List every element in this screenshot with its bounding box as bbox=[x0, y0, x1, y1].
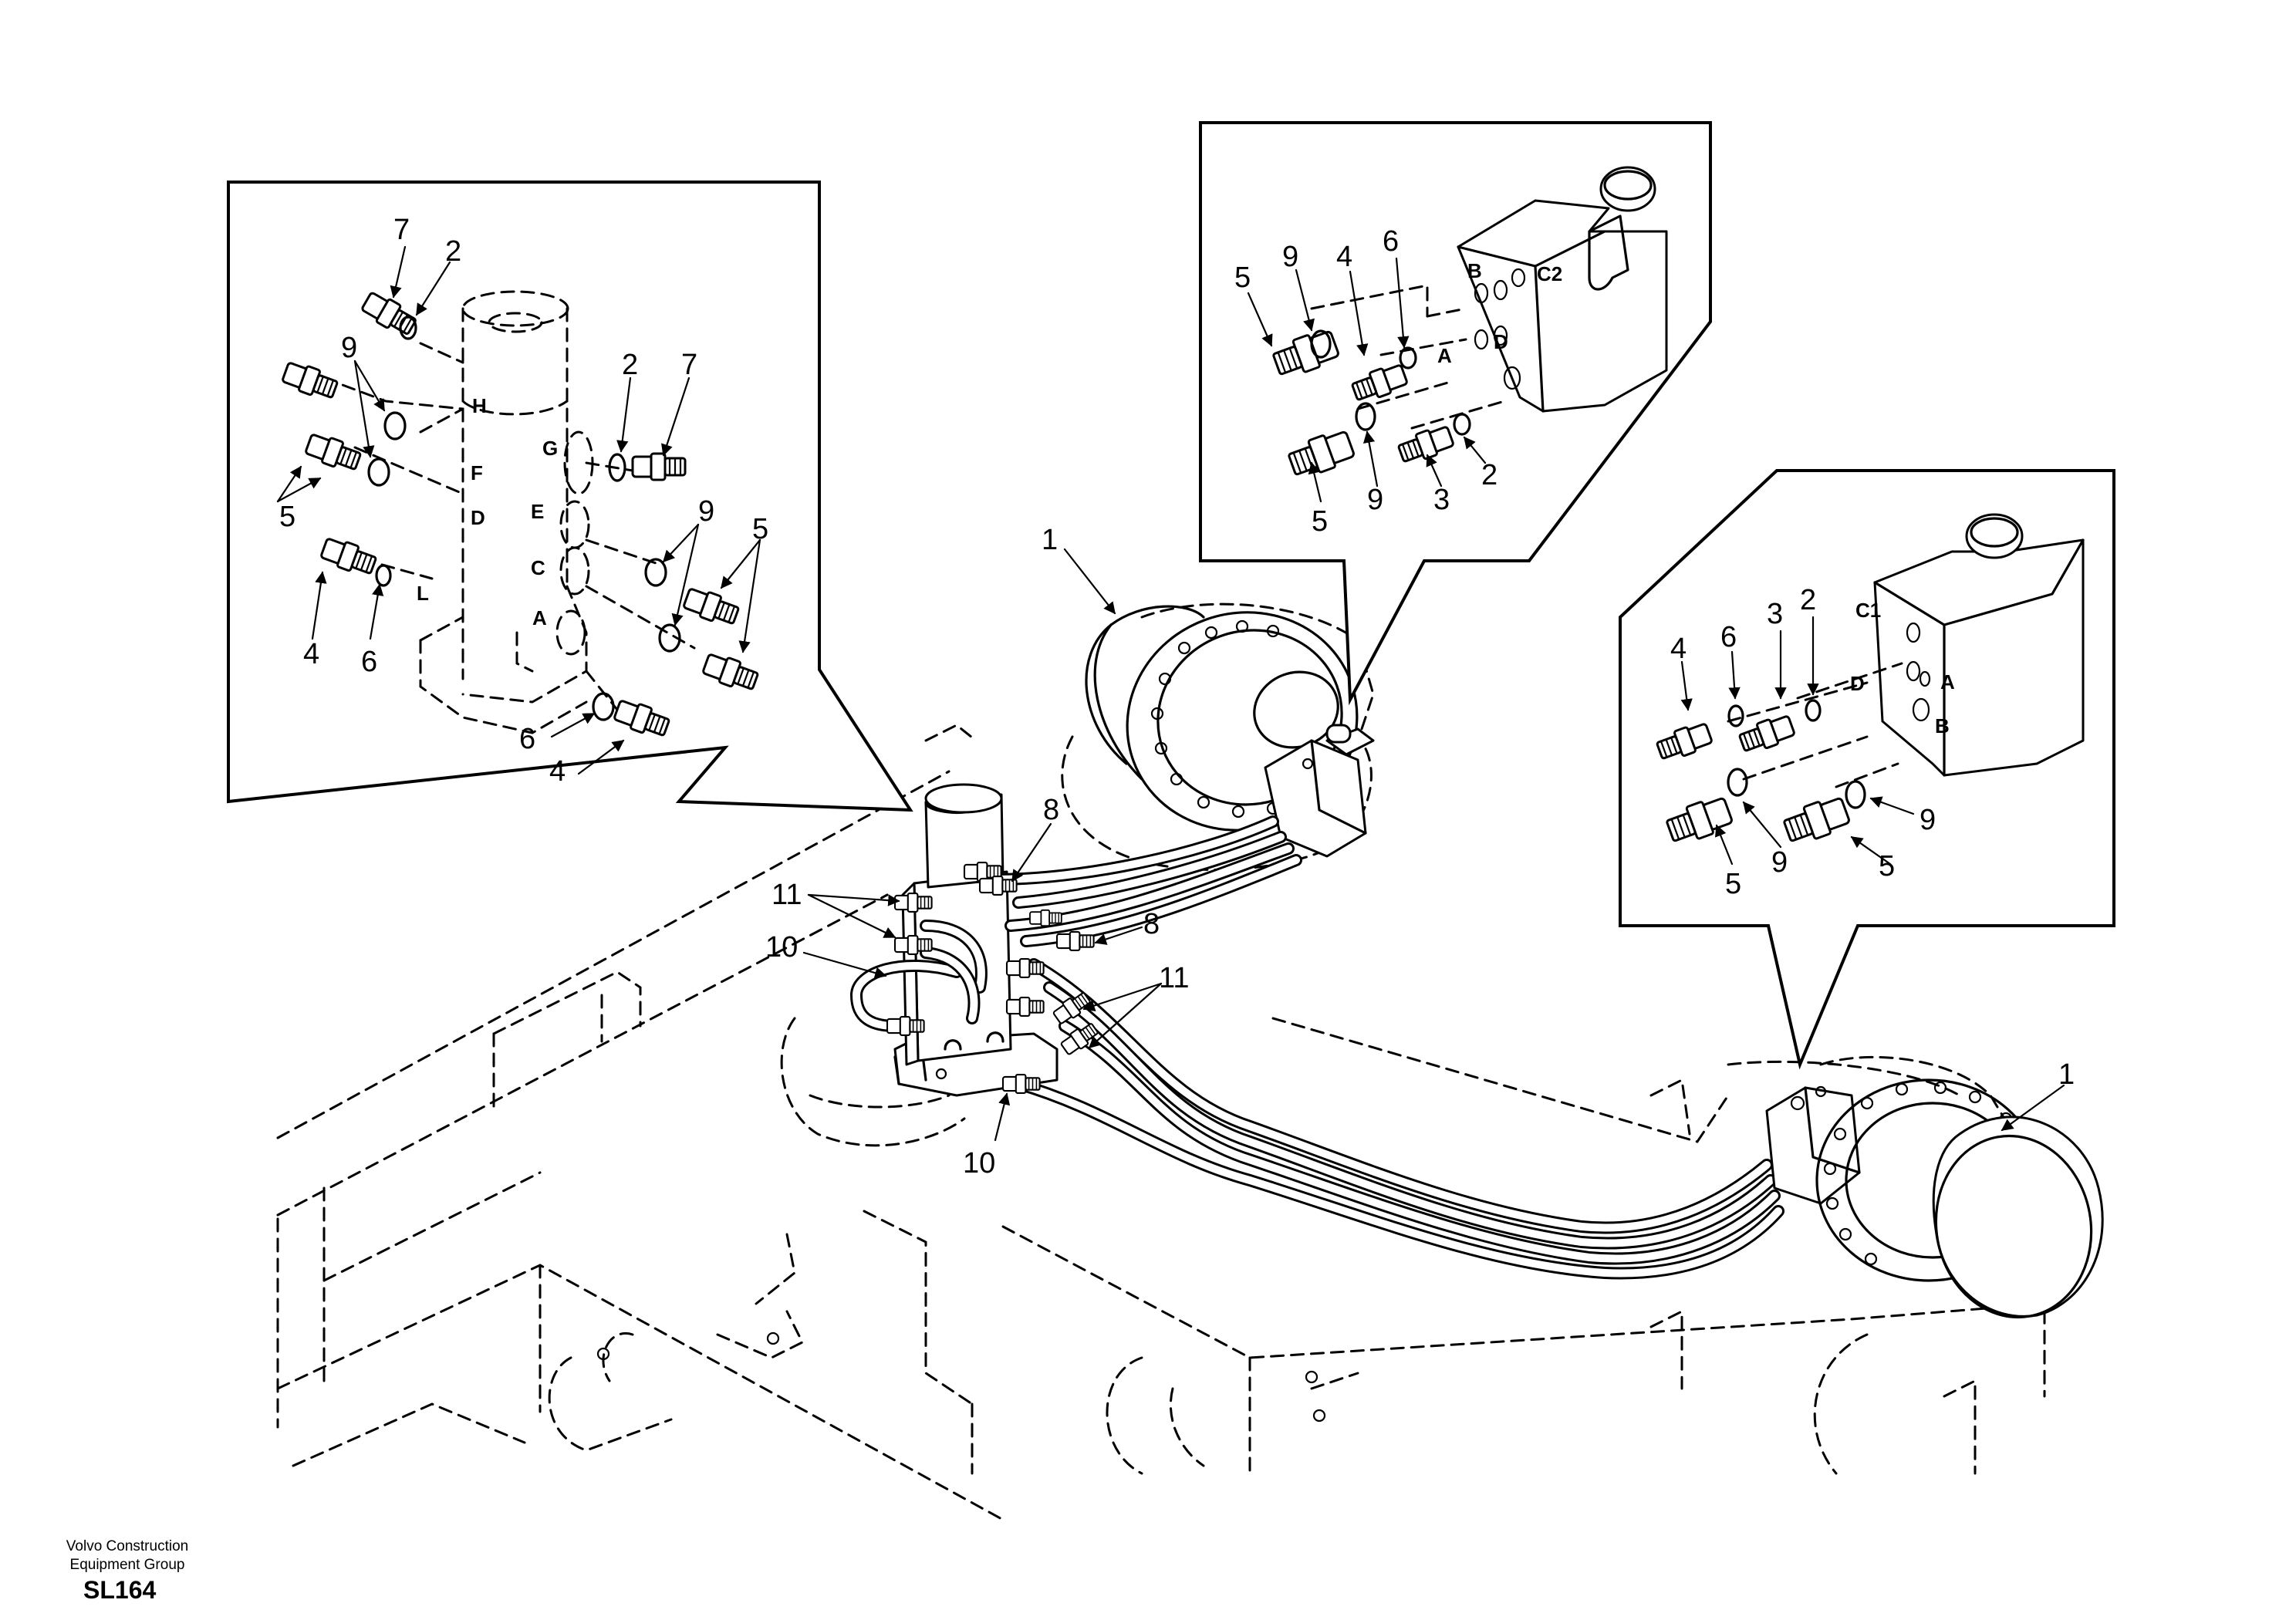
port-label-B: B bbox=[1467, 259, 1482, 282]
label-n3: 3 bbox=[1433, 484, 1450, 516]
callout-8-upper: 8 bbox=[1043, 794, 1059, 826]
port-label-A: A bbox=[532, 606, 547, 629]
callout-11-left: 11 bbox=[772, 879, 802, 911]
travel-motor-lower bbox=[1765, 1055, 2104, 1319]
callout-10-bottom: 10 bbox=[963, 1147, 995, 1180]
port-label-G: G bbox=[542, 437, 558, 460]
port-label-C2: C2 bbox=[1537, 262, 1562, 285]
label-n7b: 7 bbox=[681, 349, 697, 381]
label-n6: 6 bbox=[1720, 621, 1737, 653]
travel-motor-upper bbox=[1061, 602, 1375, 871]
port-label-C1: C1 bbox=[1855, 599, 1881, 622]
port-label-D: D bbox=[1850, 672, 1865, 695]
port-label-D: D bbox=[471, 506, 485, 529]
port-label-L: L bbox=[417, 582, 429, 605]
label-n4b: 4 bbox=[549, 755, 566, 788]
label-n5a: 5 bbox=[1725, 868, 1741, 900]
main-callouts: 1 1 8 8 10 10 11 11 bbox=[765, 524, 2075, 1180]
company-credit: Volvo Construction Equipment Group bbox=[54, 1537, 201, 1574]
label-n9a: 9 bbox=[1282, 241, 1298, 273]
label-n4: 4 bbox=[1670, 633, 1687, 665]
label-n9b: 9 bbox=[1367, 484, 1383, 516]
label-n3: 3 bbox=[1767, 598, 1783, 630]
label-n5b: 5 bbox=[1312, 505, 1328, 538]
port-label-C: C bbox=[531, 556, 545, 579]
label-n2: 2 bbox=[1800, 584, 1816, 616]
label-n6: 6 bbox=[1383, 225, 1399, 258]
port-label-H: H bbox=[472, 394, 487, 417]
label-n2a: 2 bbox=[445, 235, 461, 268]
label-n5a: 5 bbox=[279, 501, 295, 533]
port-label-D: D bbox=[1494, 330, 1508, 353]
port-label-F: F bbox=[471, 461, 483, 484]
callout-11-right: 11 bbox=[1159, 962, 1189, 994]
company-line-1: Volvo Construction bbox=[66, 1538, 189, 1554]
undercarriage-frame-phantom bbox=[276, 724, 2046, 1521]
label-n9b: 9 bbox=[698, 495, 714, 528]
company-line-2: Equipment Group bbox=[69, 1557, 185, 1573]
callout-1-upper: 1 bbox=[1042, 524, 1058, 556]
callout-8-right: 8 bbox=[1143, 908, 1160, 940]
callout-1-lower: 1 bbox=[2058, 1058, 2075, 1091]
port-label-A: A bbox=[1437, 344, 1452, 367]
detail-swivel-joint: H F D G E C L A 7 2 9 5 4 6 2 7 9 5 6 bbox=[227, 181, 913, 812]
label-n9a: 9 bbox=[1771, 846, 1788, 879]
label-n4: 4 bbox=[1336, 241, 1352, 273]
detail-travel-motor-c1: C1 A D B 4 6 3 2 5 9 9 5 bbox=[1619, 469, 2115, 1070]
label-n4a: 4 bbox=[303, 638, 319, 670]
port-label-E: E bbox=[531, 500, 544, 523]
label-n6a: 6 bbox=[361, 646, 377, 678]
label-n5a: 5 bbox=[1234, 262, 1251, 294]
label-n9a: 9 bbox=[341, 332, 357, 364]
drawing-code: SL164 bbox=[83, 1576, 157, 1604]
label-n5b: 5 bbox=[752, 513, 768, 545]
label-n2b: 2 bbox=[622, 349, 638, 381]
label-n7a: 7 bbox=[393, 214, 410, 246]
callout-10-left: 10 bbox=[765, 931, 798, 964]
detail-travel-motor-c2: B C2 A D 5 9 4 6 5 9 3 2 bbox=[1199, 121, 1712, 706]
label-n5b: 5 bbox=[1879, 850, 1895, 883]
label-n9b: 9 bbox=[1920, 804, 1936, 836]
port-label-A: A bbox=[1940, 670, 1955, 694]
port-label-B: B bbox=[1935, 714, 1950, 737]
label-n6b: 6 bbox=[519, 723, 535, 755]
label-n2: 2 bbox=[1481, 459, 1497, 491]
